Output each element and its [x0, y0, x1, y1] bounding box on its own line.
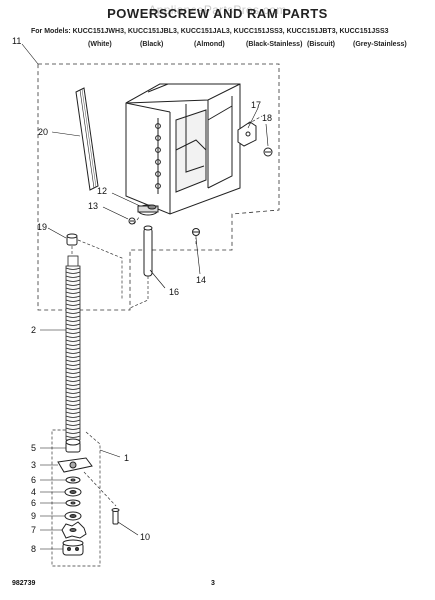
- part-18-screw: [263, 147, 273, 157]
- callout-2: 2: [31, 325, 36, 335]
- callout-6-upper: 6: [31, 475, 36, 485]
- callout-1: 1: [124, 453, 129, 463]
- thread-ridge: [65, 319, 81, 322]
- callout-20: 20: [38, 127, 48, 137]
- thread-ridge: [65, 407, 81, 410]
- callout-9: 9: [31, 511, 36, 521]
- callout-17: 17: [251, 100, 261, 110]
- thread-ridge: [65, 287, 81, 290]
- thread-ridge: [65, 387, 81, 390]
- part-6-washer-upper: [65, 476, 81, 484]
- thread-ridge: [65, 399, 81, 402]
- thread-ridge: [65, 343, 81, 346]
- thread-ridge: [65, 347, 81, 350]
- part-12-drive-mount: [137, 204, 159, 216]
- model-colors: (White) (Black) (Almond) (Black-Stainles…: [0, 41, 435, 51]
- callout-6-lower: 6: [31, 498, 36, 508]
- callout-13: 13: [88, 201, 98, 211]
- thread-ridge: [65, 415, 81, 418]
- thread-ridge: [65, 423, 81, 426]
- part-20-strip: [75, 87, 99, 191]
- callout-18: 18: [262, 113, 272, 123]
- thread-ridge: [65, 395, 81, 398]
- part-8-drive-nut: [62, 539, 84, 556]
- callout-10: 10: [140, 532, 150, 542]
- color-label-almond: (Almond): [194, 41, 225, 48]
- document-number: 982739: [12, 580, 36, 587]
- thread-ridge: [65, 327, 81, 330]
- color-label-biscuit: (Biscuit): [307, 41, 335, 48]
- thread-ridge: [65, 295, 81, 298]
- leader-lines: [21, 43, 269, 550]
- thread-ridge: [65, 291, 81, 294]
- callout-labels: 11 20 17 18 12 13 19 16 14 2 1 5 3 6 4 6…: [12, 36, 272, 554]
- thread-ridge: [65, 299, 81, 302]
- thread-ridge: [65, 283, 81, 286]
- thread-ridge: [65, 275, 81, 278]
- thread-ridge: [65, 375, 81, 378]
- callout-12: 12: [97, 186, 107, 196]
- thread-ridge: [65, 431, 81, 434]
- thread-ridge: [65, 359, 81, 362]
- thread-ridge: [65, 391, 81, 394]
- part-14-screw: [192, 228, 200, 236]
- color-label-black-stainless: (Black-Stainless): [246, 41, 303, 48]
- part-13-screw: [128, 217, 136, 225]
- part-9-spacer: [64, 511, 82, 521]
- thread-ridge: [65, 267, 81, 270]
- callout-11: 11: [12, 36, 21, 46]
- part-19-nut: [66, 233, 78, 246]
- callout-3: 3: [31, 460, 36, 470]
- callout-8: 8: [31, 544, 36, 554]
- part-6-washer-lower: [65, 499, 81, 507]
- thread-ridge: [65, 303, 81, 306]
- part-7-sprocket: [61, 521, 87, 539]
- part-17-bracket: [237, 121, 257, 147]
- thread-ridge: [65, 323, 81, 326]
- thread-ridge: [65, 311, 81, 314]
- thread-ridge: [65, 351, 81, 354]
- thread-ridge: [65, 383, 81, 386]
- callout-19: 19: [37, 222, 47, 232]
- part-10-screw: [111, 508, 120, 525]
- thread-ridge: [65, 379, 81, 382]
- thread-ridge: [65, 435, 81, 438]
- thread-ridge: [65, 419, 81, 422]
- thread-ridge: [65, 307, 81, 310]
- thread-ridge: [65, 403, 81, 406]
- page-title: POWERSCREW AND RAM PARTS: [107, 6, 328, 21]
- thread-ridge: [65, 371, 81, 374]
- part-2-powerscrew: [65, 255, 81, 441]
- callout-16: 16: [169, 287, 179, 297]
- thread-ridge: [65, 367, 81, 370]
- part-5-bushing: [65, 438, 81, 453]
- color-label-white: (White): [88, 41, 112, 48]
- watermark: AppliancePartsPros.com: [148, 3, 287, 17]
- thread-ridge: [65, 339, 81, 342]
- color-label-black: (Black): [140, 41, 164, 48]
- thread-ridge: [65, 331, 81, 334]
- color-label-grey-stainless: (Grey-Stainless): [353, 41, 407, 48]
- callout-14: 14: [196, 275, 206, 285]
- callout-7: 7: [31, 525, 36, 535]
- ram-housing: [125, 83, 241, 215]
- callout-5: 5: [31, 443, 36, 453]
- page-number: 3: [211, 580, 215, 587]
- thread-ridge: [65, 411, 81, 414]
- part-4-bearing: [64, 487, 82, 497]
- thread-ridge: [65, 335, 81, 338]
- part-3-bracket: [57, 457, 93, 473]
- thread-ridge: [65, 363, 81, 366]
- model-list: For Models: KUCC151JWH3, KUCC151JBL3, KU…: [31, 28, 389, 35]
- thread-ridge: [65, 271, 81, 274]
- thread-ridge: [65, 279, 81, 282]
- thread-ridge: [65, 427, 81, 430]
- part-16-sleeve: [143, 225, 153, 277]
- thread-ridge: [65, 355, 81, 358]
- thread-ridge: [65, 315, 81, 318]
- callout-4: 4: [31, 487, 36, 497]
